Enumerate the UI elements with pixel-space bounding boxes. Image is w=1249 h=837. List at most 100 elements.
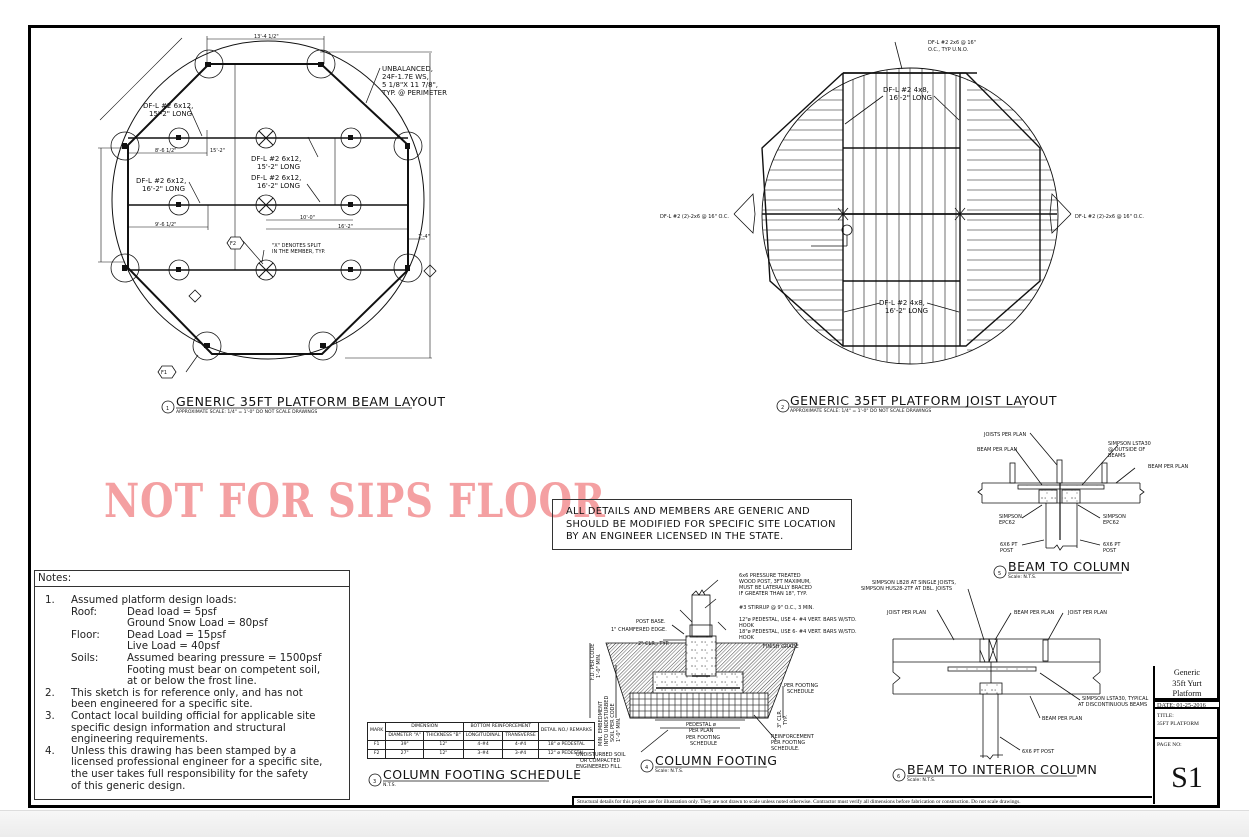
note-text: been engineered for a specific site. xyxy=(71,698,253,711)
svg-text:Scale: N.T.S.: Scale: N.T.S. xyxy=(907,777,935,783)
svg-text:DF-L #2 6x12,: DF-L #2 6x12, xyxy=(251,174,301,182)
svg-text:BEAM PER PLAN: BEAM PER PLAN xyxy=(1042,716,1082,722)
svg-text:16'-2" LONG: 16'-2" LONG xyxy=(885,307,928,315)
svg-text:DF-L #2 6x12,: DF-L #2 6x12, xyxy=(136,177,186,185)
svg-text:POST BASE.: POST BASE. xyxy=(636,619,666,625)
svg-text:DF-L #2 (2)-2x6 @ 16" O.C.: DF-L #2 (2)-2x6 @ 16" O.C. xyxy=(660,214,729,220)
svg-text:BEAM TO INTERIOR COLUMN: BEAM TO INTERIOR COLUMN xyxy=(907,762,1097,777)
svg-text:"X" DENOTES SPLIT: "X" DENOTES SPLIT xyxy=(272,243,322,249)
general-note-line: SHOULD BE MODIFIED FOR SPECIFIC SITE LOC… xyxy=(566,518,836,530)
cell-diameter: 39" xyxy=(385,740,424,750)
load-line: Live Load = 40psf xyxy=(127,640,220,653)
svg-text:1'-0" MIN.: 1'-0" MIN. xyxy=(616,717,622,742)
cell-transverse: 3-#4 xyxy=(502,749,539,759)
svg-text:Scale: N.T.S.: Scale: N.T.S. xyxy=(655,768,683,774)
svg-text:BEAM PER PLAN: BEAM PER PLAN xyxy=(1014,610,1054,616)
detail-6-beam-interior-column xyxy=(892,588,1101,760)
svg-text:ENGINEERED FILL.: ENGINEERED FILL. xyxy=(576,764,622,770)
col-longitudinal: LONGITUDINAL xyxy=(462,731,504,741)
svg-text:#3 STIRRUP @ 9" O.C., 3 MIN.: #3 STIRRUP @ 9" O.C., 3 MIN. xyxy=(739,605,814,611)
cell-diameter: 27" xyxy=(385,749,424,759)
svg-text:EPC62: EPC62 xyxy=(1103,520,1119,526)
svg-text:IN THE MEMBER, TYP.: IN THE MEMBER, TYP. xyxy=(272,249,326,255)
svg-text:UNDISTURBED SOIL: UNDISTURBED SOIL xyxy=(576,752,626,758)
svg-text:DF-L #2 4x8,: DF-L #2 4x8, xyxy=(883,86,929,94)
note-number: 1. xyxy=(45,594,55,606)
svg-text:PER PLAN: PER PLAN xyxy=(689,728,714,734)
svg-text:5: 5 xyxy=(998,571,1001,577)
svg-text:JOISTS PER PLAN: JOISTS PER PLAN xyxy=(983,432,1026,438)
col-transverse: TRANSVERSE xyxy=(502,731,539,741)
svg-text:APPROXIMATE SCALE: 1/4" = 1'-0: APPROXIMATE SCALE: 1/4" = 1'-0" DO NOT S… xyxy=(176,409,317,415)
svg-text:6X6 PT POST: 6X6 PT POST xyxy=(1022,749,1055,755)
svg-text:DF-L #2 6x12,: DF-L #2 6x12, xyxy=(251,155,301,163)
title-label: TITLE: xyxy=(1157,713,1174,719)
project-line: 35ft Yurt xyxy=(1172,678,1202,688)
svg-text:1: 1 xyxy=(166,406,169,412)
svg-text:BEAM PER PLAN: BEAM PER PLAN xyxy=(1148,464,1188,470)
detail-5-beam-to-column xyxy=(977,432,1145,551)
svg-text:TYP.: TYP. xyxy=(783,715,789,726)
svg-text:DF-L #2 (2)-2x6 @ 16" O.C.: DF-L #2 (2)-2x6 @ 16" O.C. xyxy=(1075,214,1144,220)
notes-header: Notes: xyxy=(35,571,349,587)
detail-5-labels: JOISTS PER PLAN BEAM PER PLAN BEAM PER P… xyxy=(977,432,1188,554)
svg-text:F.D. PER CODE: F.D. PER CODE xyxy=(590,644,596,680)
svg-text:TYP. @ PERIMETER: TYP. @ PERIMETER xyxy=(381,89,447,97)
svg-text:3" CLR.: 3" CLR. xyxy=(777,709,783,728)
detail-6-title: 6 BEAM TO INTERIOR COLUMN Scale: N.T.S. xyxy=(892,762,1097,783)
cell-longitudinal: 3-#4 xyxy=(462,749,504,759)
svg-text:SCHEDULE.: SCHEDULE. xyxy=(771,746,800,752)
detail-4-labels: 6x6 PRESSURE TREATED WOOD POST, 3FT MAXI… xyxy=(576,573,857,770)
svg-text:DF-L #2 4x8,: DF-L #2 4x8, xyxy=(879,299,925,307)
page-label: PAGE NO: xyxy=(1157,742,1182,748)
load-line: Dead load = 5psf xyxy=(127,605,217,618)
cell-remarks: 12" ø PEDESTAL xyxy=(537,749,595,759)
svg-text:OR COMPACTED: OR COMPACTED xyxy=(580,758,620,764)
svg-text:10'-0": 10'-0" xyxy=(300,215,315,221)
svg-text:GENERIC 35FT PLATFORM BEAM LAY: GENERIC 35FT PLATFORM BEAM LAYOUT xyxy=(176,394,446,409)
title-block: Generic 35ft Yurt Platform DATE: 01-25-2… xyxy=(1153,666,1219,804)
detail-3-title: 3 COLUMN FOOTING SCHEDULE N.T.S. xyxy=(368,767,581,788)
svg-text:COLUMN FOOTING: COLUMN FOOTING xyxy=(655,753,777,768)
svg-text:16'-2" LONG: 16'-2" LONG xyxy=(257,182,300,190)
svg-text:5 1/8"X 11 7/8",: 5 1/8"X 11 7/8", xyxy=(382,81,438,89)
disclaimer-strip: Structural details for this project are … xyxy=(572,796,1152,806)
load-line: Footing must bear on competent soil, xyxy=(127,663,321,676)
svg-text:N.T.S.: N.T.S. xyxy=(383,782,396,788)
svg-text:MUST BE LATERALLY BRACED: MUST BE LATERALLY BRACED xyxy=(739,585,812,591)
svg-text:4: 4 xyxy=(645,765,648,771)
svg-text:24F-1.7E WS,: 24F-1.7E WS, xyxy=(382,73,429,81)
note-number: 2. xyxy=(45,686,55,699)
note-text: specific design information and structur… xyxy=(71,721,286,734)
svg-text:EPC62: EPC62 xyxy=(999,520,1015,526)
svg-text:SOIL PER CODE: SOIL PER CODE xyxy=(610,703,616,742)
svg-text:13'-4 1/2": 13'-4 1/2" xyxy=(254,34,279,40)
detail-2-title: 2 GENERIC 35FT PLATFORM JOIST LAYOUT APP… xyxy=(776,393,1057,414)
svg-text:BEAM PER PLAN: BEAM PER PLAN xyxy=(977,447,1017,453)
svg-text:6X6 PT: 6X6 PT xyxy=(1103,542,1121,548)
svg-text:SIMPSON: SIMPSON xyxy=(1103,514,1126,520)
svg-text:FINISH GRADE: FINISH GRADE xyxy=(763,644,799,650)
table-row: F1 39" 12" 4-#4 4-#4 18" ø PEDESTAL xyxy=(366,740,595,750)
cell-transverse: 4-#4 xyxy=(502,740,539,750)
svg-text:1'-4": 1'-4" xyxy=(418,234,430,240)
note-text: of this generic design. xyxy=(71,779,186,792)
cell-longitudinal: 4-#4 xyxy=(462,740,504,750)
viewer-bottom-bar xyxy=(0,810,1249,837)
svg-text:UNBALANCED,: UNBALANCED, xyxy=(382,65,433,73)
load-line: Dead Load = 15psf xyxy=(127,628,226,641)
detail-1-labels: UNBALANCED, 24F-1.7E WS, 5 1/8"X 11 7/8"… xyxy=(136,34,447,376)
svg-text:@ OUTSIDE OF: @ OUTSIDE OF xyxy=(1108,447,1145,453)
svg-text:DF-L #2 6x12,: DF-L #2 6x12, xyxy=(143,102,193,110)
svg-text:2" CLR., TYP.: 2" CLR., TYP. xyxy=(638,641,670,647)
svg-text:6X6 PT: 6X6 PT xyxy=(1000,542,1018,548)
svg-text:F1: F1 xyxy=(161,370,167,376)
detail-6-labels: SIMPSON LB28 AT SINGLE JOISTS, SIMPSON H… xyxy=(861,580,1149,755)
table-row: F2 27" 12" 3-#4 3-#4 12" ø PEDESTAL xyxy=(366,749,595,759)
load-line: Assumed bearing pressure = 1500psf xyxy=(127,651,322,664)
note-text: Assumed platform design loads: xyxy=(71,594,237,606)
svg-text:INTO UNDISTURBED: INTO UNDISTURBED xyxy=(604,696,610,746)
svg-text:SIMPSON: SIMPSON xyxy=(999,514,1022,520)
svg-text:PER FOOTING: PER FOOTING xyxy=(784,683,818,689)
svg-text:6x6 PRESSURE TREATED: 6x6 PRESSURE TREATED xyxy=(739,573,801,579)
